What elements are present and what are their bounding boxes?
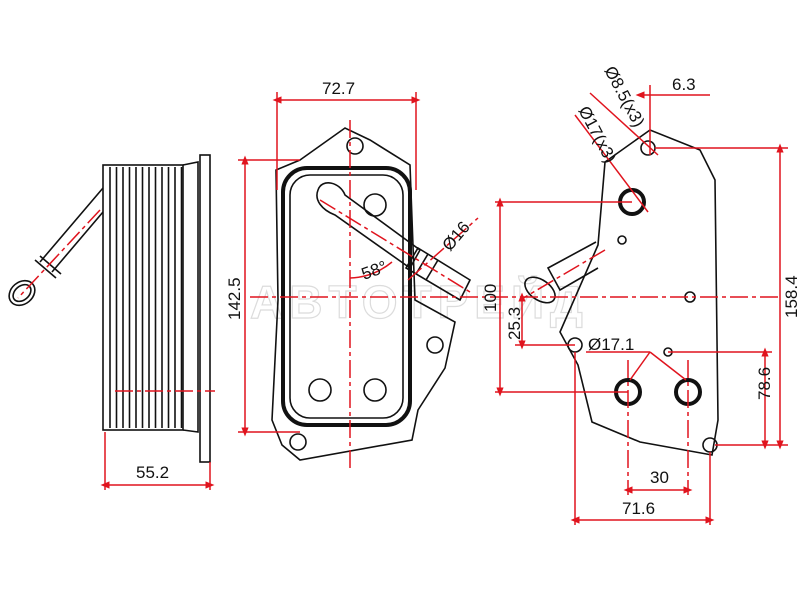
flange-outline bbox=[271, 127, 456, 461]
dim-height: 142.5 bbox=[225, 277, 244, 320]
dim-large-hole: Ø17(x3) bbox=[574, 103, 620, 166]
back-view: 6.3 Ø8.5(x3) Ø17(x3) 158.4 100 25.3 Ø17.… bbox=[481, 63, 800, 525]
dim-offset-top: 6.3 bbox=[672, 75, 696, 94]
pipe bbox=[316, 182, 422, 270]
watermark: ABTOTPEЙД bbox=[250, 276, 589, 328]
dim-width: 72.7 bbox=[322, 79, 355, 98]
side-view: 55.2 bbox=[8, 154, 215, 490]
dim-hole-spacing: 71.6 bbox=[622, 499, 655, 518]
dim-lower-height: 78.6 bbox=[755, 367, 774, 400]
dim-small-hole: Ø8.5(x3) bbox=[600, 63, 648, 130]
dim-hole-offset: 25.3 bbox=[505, 307, 524, 340]
dim-port-spacing: 30 bbox=[650, 468, 669, 487]
flange-outline bbox=[559, 129, 719, 456]
pipe-ring bbox=[34, 255, 62, 279]
fins bbox=[109, 167, 183, 428]
pipe bbox=[39, 187, 104, 273]
mounting-flange bbox=[199, 154, 211, 463]
dim-port-height: 100 bbox=[481, 284, 500, 312]
pipe-end bbox=[524, 276, 556, 304]
cap bbox=[182, 161, 199, 433]
pipe-end bbox=[8, 279, 36, 307]
dim-depth: 55.2 bbox=[136, 463, 169, 482]
pipe bbox=[546, 241, 599, 292]
dim-port-diameter: Ø17.1 bbox=[588, 335, 634, 354]
dim-total-height: 158.4 bbox=[782, 275, 800, 318]
fin-stack bbox=[102, 164, 184, 431]
front-view: 72.7 142.5 Ø16 58° bbox=[225, 79, 520, 470]
pipe-end bbox=[404, 246, 472, 302]
